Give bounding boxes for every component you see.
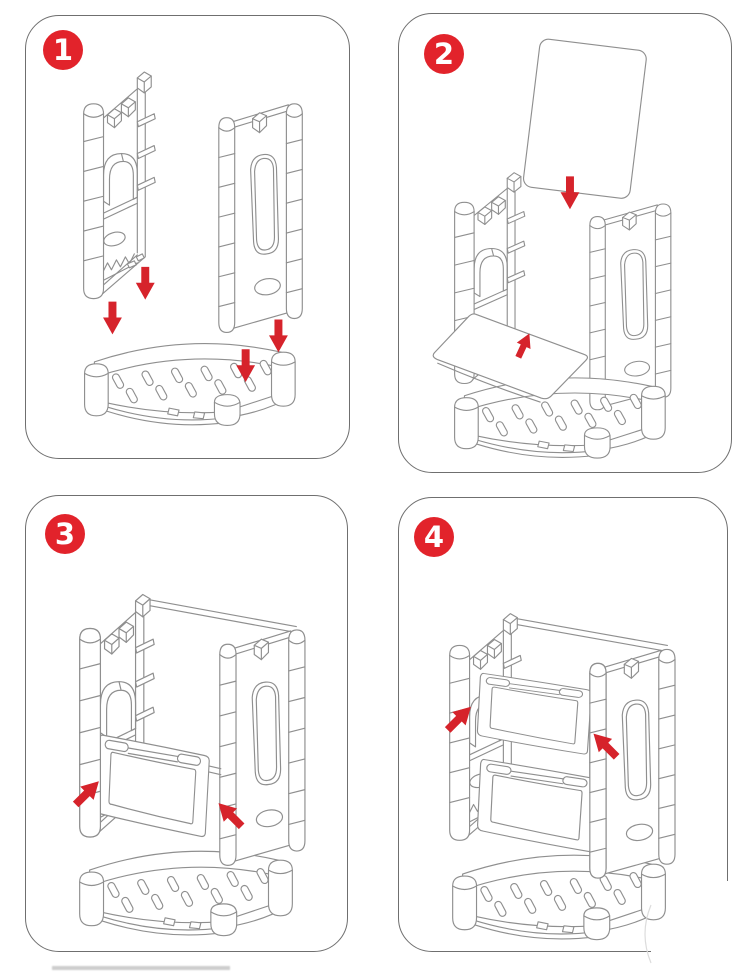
cropped-text-smudge bbox=[52, 966, 230, 970]
back-panel-drawing bbox=[521, 37, 648, 200]
illustration-step-1 bbox=[26, 16, 349, 427]
lower-drawer-front-drawing bbox=[477, 758, 597, 852]
down-arrow-icon bbox=[103, 301, 122, 335]
back-top-edge-lines bbox=[143, 598, 297, 634]
step-number-badge: 1 bbox=[43, 30, 83, 70]
illustration-step-2 bbox=[432, 37, 731, 459]
left-side-panel-drawing bbox=[84, 72, 156, 299]
base-drawing bbox=[79, 850, 293, 937]
step-3-panel: 3 bbox=[25, 495, 348, 952]
down-arrow-icon bbox=[268, 319, 288, 353]
right-side-panel-drawing bbox=[220, 630, 305, 865]
border-fade-patch bbox=[717, 881, 729, 955]
down-arrow-icon bbox=[135, 266, 155, 300]
front-right-post-overlay bbox=[589, 662, 607, 879]
step-1-panel: 1 bbox=[25, 15, 350, 459]
faint-arc-artifact bbox=[644, 904, 652, 964]
illustration-step-4 bbox=[441, 498, 727, 941]
step-4-panel: 4 bbox=[398, 497, 729, 964]
step-number-badge: 4 bbox=[414, 517, 454, 557]
illustration-step-3 bbox=[69, 496, 347, 937]
base-drawing bbox=[452, 854, 666, 941]
step-number-badge: 3 bbox=[45, 514, 85, 554]
front-left-post-overlay bbox=[79, 627, 102, 838]
step-number-badge: 2 bbox=[424, 34, 464, 74]
border-fade-patch bbox=[651, 939, 729, 953]
right-side-panel-drawing bbox=[219, 104, 302, 333]
back-top-edge-lines bbox=[510, 617, 668, 653]
step-2-panel: 2 bbox=[398, 13, 732, 473]
lower-drawer-front-drawing bbox=[95, 734, 210, 838]
base-drawing bbox=[84, 343, 296, 427]
base-drawing bbox=[454, 377, 666, 459]
